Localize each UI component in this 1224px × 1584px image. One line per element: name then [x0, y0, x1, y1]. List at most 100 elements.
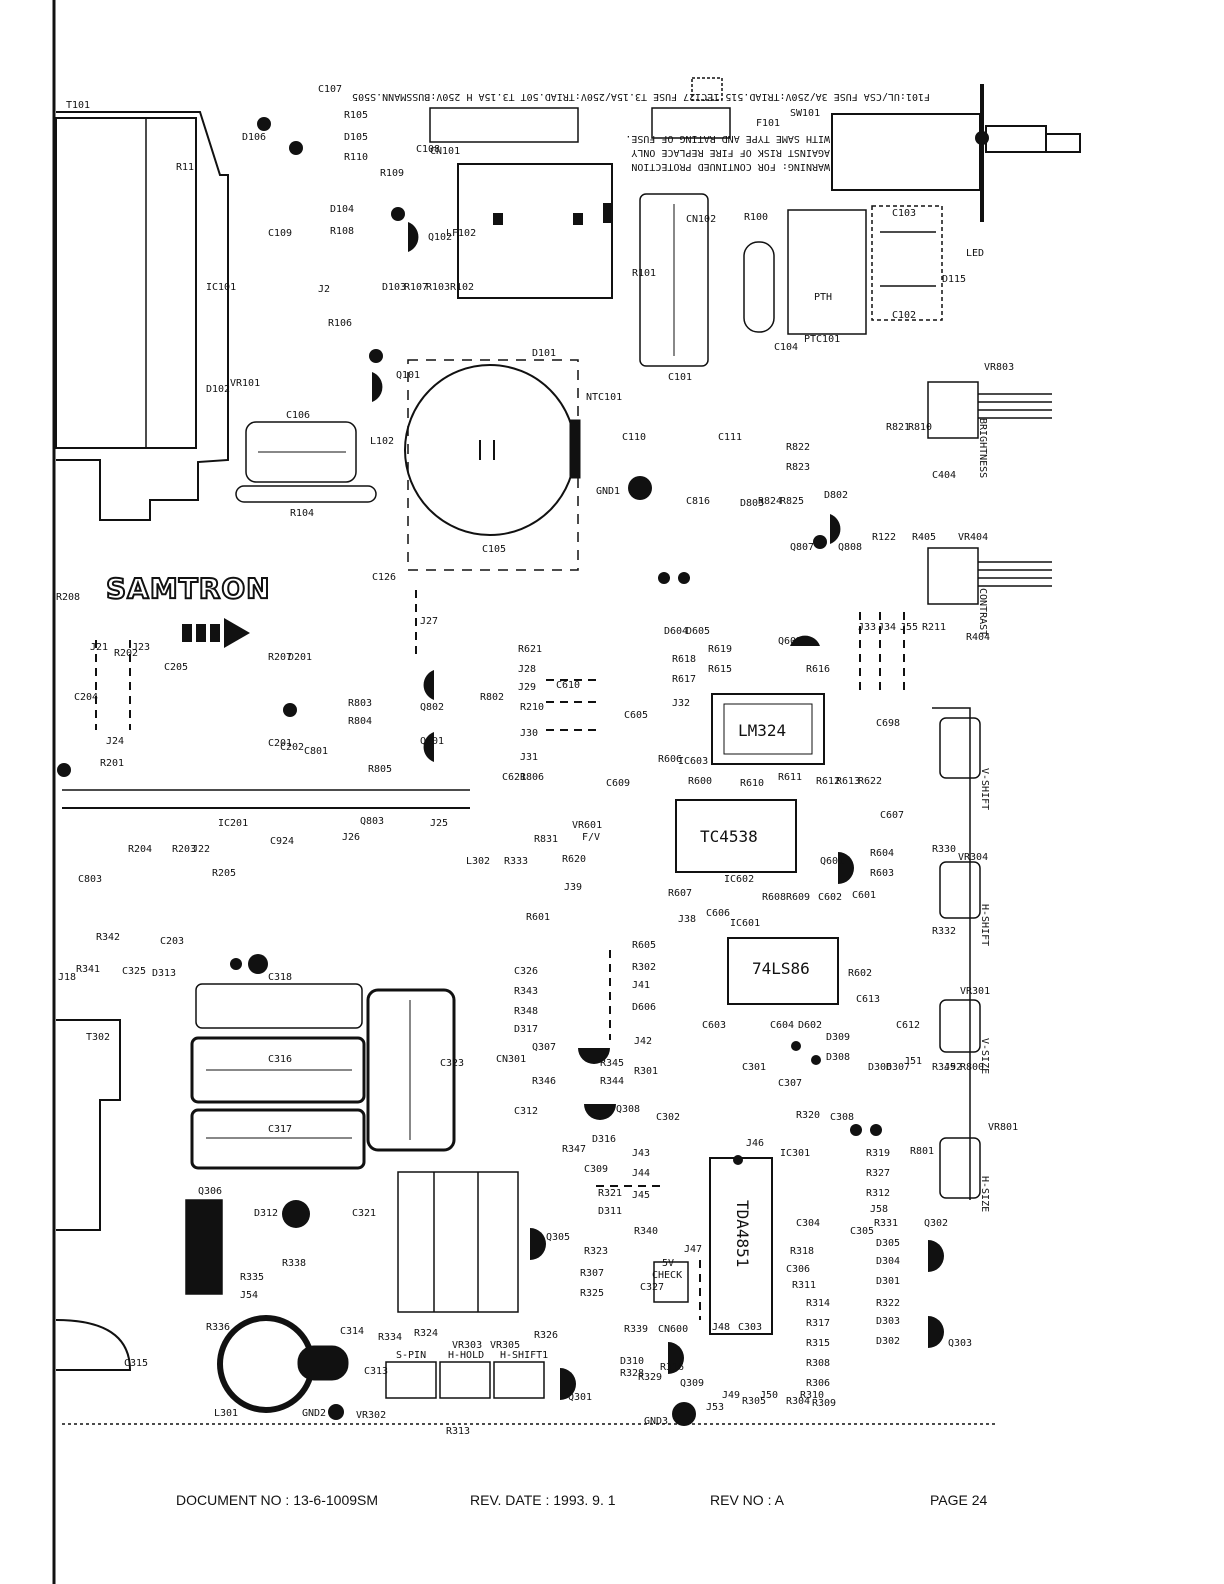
ref-c301: C301	[742, 1062, 766, 1073]
ref-r347: R347	[562, 1144, 586, 1155]
ref-r605: R605	[632, 940, 656, 951]
ref-d103: D103	[382, 282, 406, 293]
ref-r615: R615	[708, 664, 732, 675]
ref-r302: R302	[632, 962, 656, 973]
ref-j55: J55	[900, 622, 918, 633]
ref-c104: C104	[774, 342, 798, 353]
ref-ic201: IC201	[218, 818, 248, 829]
ref-q803: Q803	[360, 816, 384, 827]
ref-r823: R823	[786, 462, 810, 473]
ref-ntc101: NTC101	[586, 392, 622, 403]
ref-vr305: VR305	[490, 1340, 520, 1351]
h-shift-label: H-SHIFT	[979, 904, 990, 946]
ref-r100: R100	[744, 212, 768, 223]
ref-r621: R621	[518, 644, 542, 655]
ref-r801: R801	[910, 1146, 934, 1157]
ic-tc4538	[675, 799, 797, 873]
ref-c316: C316	[268, 1054, 292, 1065]
ref-t101: T101	[66, 100, 90, 111]
ref-cn600: CN600	[658, 1324, 688, 1335]
coil-l301	[217, 1315, 349, 1413]
ref-d105: D105	[344, 132, 368, 143]
ref-c601: C601	[852, 890, 876, 901]
ref-d316: D316	[592, 1134, 616, 1145]
ref-cn101: CN101	[430, 146, 460, 157]
ref-gnd1: GND1	[596, 486, 620, 497]
ref-ic301: IC301	[780, 1148, 810, 1159]
ref-r319: R319	[866, 1148, 890, 1159]
ref-c111: C111	[718, 432, 742, 443]
ref-gnd2: GND2	[302, 1408, 326, 1419]
ref-c105: C105	[482, 544, 506, 555]
revision-number: REV NO : A	[710, 1492, 784, 1508]
ref-r831: R831	[534, 834, 558, 845]
capacitor-c105	[404, 359, 581, 571]
ref-j39: J39	[564, 882, 582, 893]
ref-c313: C313	[364, 1366, 388, 1377]
page-number: PAGE 24	[930, 1492, 988, 1508]
svg-text:TDA4851: TDA4851	[733, 1200, 752, 1267]
ref-ptc101: PTC101	[804, 334, 840, 345]
ref-r620: R620	[562, 854, 586, 865]
posistor-ptc101	[787, 205, 943, 335]
brightness-label: BRIGHTNESS	[977, 418, 988, 478]
ref-j43: J43	[632, 1148, 650, 1159]
ref-r107: R107	[404, 282, 428, 293]
ref-r616: R616	[806, 664, 830, 675]
ref-c816: C816	[686, 496, 710, 507]
ref-j34: J34	[878, 622, 896, 633]
ref-sw101: SW101	[790, 108, 820, 119]
ref-l302: L302	[466, 856, 490, 867]
ref-r205: R205	[212, 868, 236, 879]
ref-r208: R208	[56, 592, 80, 603]
ref-q802: Q802	[420, 702, 444, 713]
ref-d317: D317	[514, 1024, 538, 1035]
ref-r102: R102	[450, 282, 474, 293]
ref-r108: R108	[330, 226, 354, 237]
v-size-label: V-SIZE	[979, 1038, 990, 1074]
ref-r320: R320	[796, 1110, 820, 1121]
check-label: CHECK	[652, 1270, 682, 1281]
ref-r310: R310	[800, 1390, 824, 1401]
ref-r800: R800	[960, 1062, 984, 1073]
ref-r601: R601	[526, 912, 550, 923]
ref-vr302: VR302	[356, 1410, 386, 1421]
ref-d104: D104	[330, 204, 354, 215]
ref-r602: R602	[848, 968, 872, 979]
ref-c612: C612	[896, 1020, 920, 1031]
ref-j49: J49	[722, 1390, 740, 1401]
ref-j24: J24	[106, 736, 124, 747]
ref-c610: C610	[556, 680, 580, 691]
reference-designators: T101C107R105D105R110R109C108CN101F101SW1…	[56, 84, 1018, 1437]
ref-j30: J30	[520, 728, 538, 739]
capacitor-bank	[190, 983, 456, 1170]
ref-r314: R314	[806, 1298, 830, 1309]
ref-r122: R122	[872, 532, 896, 543]
ref-d303: D303	[876, 1316, 900, 1327]
ref-q808: Q808	[838, 542, 862, 553]
ref-r306: R306	[806, 1378, 830, 1389]
pth-label: PTH	[814, 292, 832, 303]
ref-j2: J2	[318, 284, 330, 295]
ref-c312: C312	[514, 1106, 538, 1117]
fuse-note: F101:UL/CSA FUSE 3A/250V:TRIAD.515 IEC12…	[352, 91, 930, 102]
ref-q306: Q306	[198, 1186, 222, 1197]
ref-c317: C317	[268, 1124, 292, 1135]
ref-r608: R608	[762, 892, 786, 903]
ref-r803: R803	[348, 698, 372, 709]
ref-q102: Q102	[428, 232, 452, 243]
ref-c404: C404	[932, 470, 956, 481]
ref-c305: C305	[850, 1226, 874, 1237]
ref-r349: R349	[932, 1062, 956, 1073]
ref-r810: R810	[908, 422, 932, 433]
ref-r103: R103	[426, 282, 450, 293]
ref-c304: C304	[796, 1218, 820, 1229]
ref-d301: D301	[876, 1276, 900, 1287]
ref-cn102: CN102	[686, 214, 716, 225]
ref-r301: R301	[634, 1066, 658, 1077]
ref-d101: D101	[532, 348, 556, 359]
ref-r617: R617	[672, 674, 696, 685]
ref-r806: R806	[520, 772, 544, 783]
ref-r348: R348	[514, 1006, 538, 1017]
ref-c302: C302	[656, 1112, 680, 1123]
